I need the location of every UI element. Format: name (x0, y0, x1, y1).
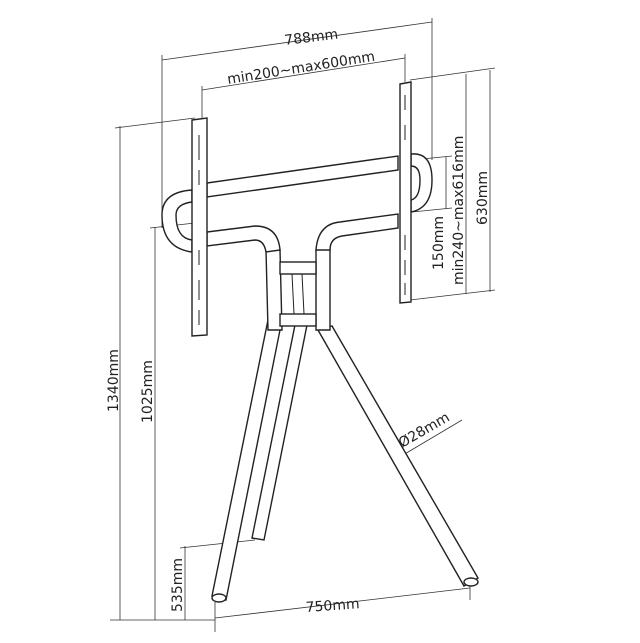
dimension-lines (110, 18, 496, 632)
vesa-brackets (191, 81, 412, 337)
label-overall-width: 788mm (284, 27, 340, 49)
stand-column (265, 247, 331, 331)
label-rear-leg-height: 535mm (170, 558, 186, 612)
stand-legs (211, 319, 479, 603)
label-vesa-horizontal: min200~max600mm (226, 49, 376, 88)
label-total-height: 1340mm (106, 349, 122, 412)
label-mount-height: 1025mm (140, 360, 156, 423)
label-vesa-vertical: min240~max616mm (451, 136, 467, 285)
label-bar-spacing: 150mm (431, 216, 447, 270)
stand-arms (161, 153, 433, 253)
label-bracket-height: 630mm (475, 171, 491, 225)
label-foot-span: 750mm (305, 596, 360, 616)
